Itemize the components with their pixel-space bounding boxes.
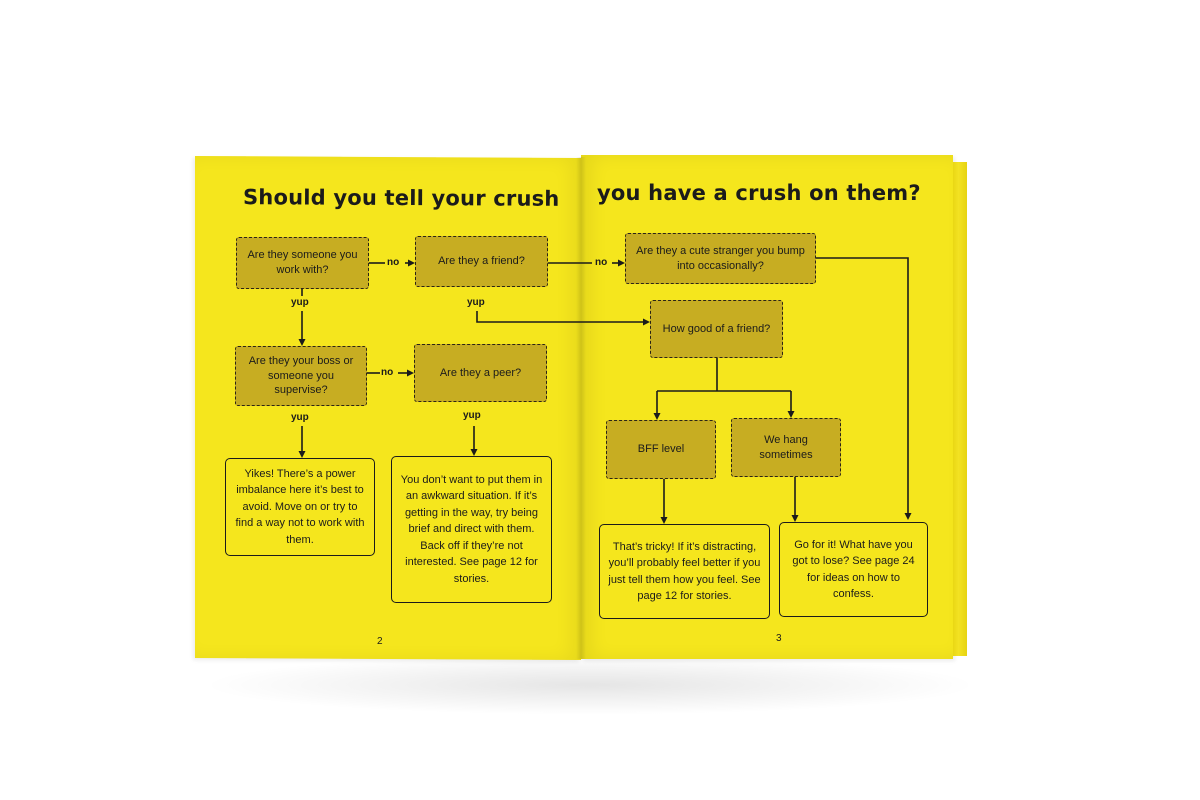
answer-awkward: You don’t want to put them in an awkward… bbox=[391, 456, 552, 603]
label-no-work: no bbox=[387, 257, 400, 268]
question-boss: Are they your boss or someone you superv… bbox=[235, 346, 367, 406]
arrowhead bbox=[904, 513, 912, 520]
arrowhead bbox=[643, 318, 650, 326]
question-how-good-friend: How good of a friend? bbox=[650, 300, 783, 358]
arrowhead bbox=[298, 339, 306, 346]
question-cute-stranger: Are they a cute stranger you bump into o… bbox=[625, 233, 816, 284]
title-right: you have a crush on them? bbox=[597, 181, 921, 205]
page-number-right: 3 bbox=[776, 633, 782, 644]
connector-friend-howgood bbox=[476, 311, 646, 323]
answer-yikes: Yikes! There’s a power imbalance here it… bbox=[225, 458, 375, 556]
arrowhead bbox=[407, 369, 414, 377]
arrowhead bbox=[660, 517, 668, 524]
question-friend: Are they a friend? bbox=[415, 236, 548, 287]
connector-howgood-split bbox=[656, 358, 792, 416]
arrowhead bbox=[653, 413, 661, 420]
page-edges bbox=[953, 162, 967, 656]
arrowhead bbox=[791, 515, 799, 522]
option-bff-level: BFF level bbox=[606, 420, 716, 479]
label-no-friend: no bbox=[595, 257, 608, 268]
option-hang-sometimes: We hang sometimes bbox=[731, 418, 841, 477]
label-yup-boss: yup bbox=[291, 412, 309, 423]
arrowhead bbox=[408, 259, 415, 267]
label-yup-work: yup bbox=[291, 297, 309, 308]
question-peer: Are they a peer? bbox=[414, 344, 547, 402]
answer-go-for-it: Go for it! What have you got to lose? Se… bbox=[779, 522, 928, 617]
label-yup-peer: yup bbox=[463, 410, 481, 421]
arrowhead bbox=[298, 451, 306, 458]
label-yup-friend: yup bbox=[467, 297, 485, 308]
question-work-with: Are they someone you work with? bbox=[236, 237, 369, 289]
connector-stranger-goforit bbox=[816, 257, 909, 516]
arrowhead bbox=[787, 411, 795, 418]
answer-tricky: That’s tricky! If it’s distracting, you’… bbox=[599, 524, 770, 619]
page-number-left: 2 bbox=[377, 636, 383, 647]
book-gutter bbox=[576, 157, 586, 659]
arrowhead bbox=[618, 259, 625, 267]
label-no-boss: no bbox=[381, 367, 394, 378]
arrowhead bbox=[470, 449, 478, 456]
